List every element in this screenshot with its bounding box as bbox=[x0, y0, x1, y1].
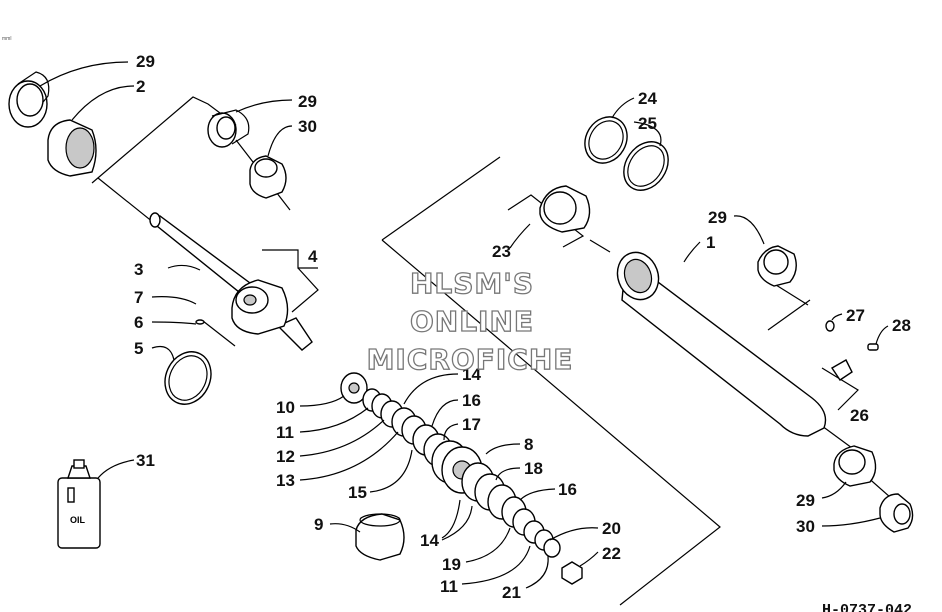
callout-31: 31 bbox=[136, 451, 155, 470]
callout-25: 25 bbox=[638, 114, 657, 133]
callout-11: 11 bbox=[276, 423, 294, 442]
callout-22: 22 bbox=[602, 544, 621, 563]
seal-ring-24 bbox=[584, 116, 628, 164]
callout-16: 16 bbox=[558, 480, 577, 499]
callout-12: 12 bbox=[276, 447, 295, 466]
ring-9 bbox=[355, 513, 405, 561]
sleeve-30-upper bbox=[249, 155, 287, 199]
watermark-line-2: ONLINE bbox=[410, 305, 534, 338]
bushing-29-upper-right bbox=[207, 109, 250, 148]
callout-7: 7 bbox=[134, 288, 143, 307]
callout-8: 8 bbox=[524, 435, 533, 454]
callout-2: 2 bbox=[136, 77, 145, 96]
callout-29: 29 bbox=[708, 208, 727, 227]
callout-16: 16 bbox=[462, 391, 481, 410]
oil-bottle-31: OIL bbox=[57, 459, 101, 549]
callout-29: 29 bbox=[796, 491, 815, 510]
callout-18: 18 bbox=[524, 459, 543, 478]
bearing-head-4 bbox=[231, 279, 289, 335]
valve-27-28 bbox=[825, 320, 879, 381]
callout-labels: 29 2 29 30 4 3 7 6 5 10 11 12 13 14 16 1… bbox=[134, 52, 911, 602]
callout-30: 30 bbox=[796, 517, 815, 536]
drawing-code: H-0737-042 bbox=[822, 602, 912, 612]
callout-14: 14 bbox=[462, 365, 481, 384]
valve-stack bbox=[362, 388, 561, 558]
callout-13: 13 bbox=[276, 471, 295, 490]
callout-5: 5 bbox=[134, 339, 143, 358]
watermark: HLSM'S ONLINE MICROFICHE bbox=[366, 266, 574, 376]
callout-28: 28 bbox=[892, 316, 911, 335]
watermark-line-3: MICROFICHE bbox=[367, 343, 574, 376]
bushing-29-right bbox=[757, 245, 797, 287]
callout-23: 23 bbox=[492, 242, 511, 261]
callout-11: 11 bbox=[440, 577, 458, 596]
callout-26: 26 bbox=[850, 406, 869, 425]
callout-24: 24 bbox=[638, 89, 657, 108]
piston-rod-3 bbox=[149, 212, 313, 351]
washer-10 bbox=[340, 372, 368, 404]
callout-15: 15 bbox=[348, 483, 367, 502]
cylinder-body-1 bbox=[616, 251, 827, 437]
callout-21: 21 bbox=[502, 583, 521, 602]
bushing-29-lower bbox=[833, 445, 877, 487]
callout-9: 9 bbox=[314, 515, 323, 534]
watermark-line-1: HLSM'S bbox=[410, 267, 534, 300]
callout-14: 14 bbox=[420, 531, 439, 550]
callout-29: 29 bbox=[298, 92, 317, 111]
callout-30: 30 bbox=[298, 117, 317, 136]
sleeve-30-lower bbox=[879, 493, 914, 533]
callout-10: 10 bbox=[276, 398, 295, 417]
callout-17: 17 bbox=[462, 415, 481, 434]
corner-mark: mml bbox=[2, 36, 11, 42]
oil-label: OIL bbox=[70, 515, 86, 525]
callout-1: 1 bbox=[706, 233, 715, 252]
callout-6: 6 bbox=[134, 313, 143, 332]
eyelet-2 bbox=[47, 119, 97, 177]
callout-19: 19 bbox=[442, 555, 461, 574]
callout-4: 4 bbox=[308, 247, 318, 266]
nut-22 bbox=[561, 561, 583, 585]
reservoir-cap-23 bbox=[539, 185, 591, 233]
leader-lines bbox=[39, 61, 889, 589]
callout-27: 27 bbox=[846, 306, 865, 325]
bushing-29-upper-left bbox=[8, 71, 50, 128]
small-parts-7-6 bbox=[195, 319, 205, 325]
callout-3: 3 bbox=[134, 260, 143, 279]
o-ring-5 bbox=[164, 351, 212, 405]
callout-29: 29 bbox=[136, 52, 155, 71]
callout-20: 20 bbox=[602, 519, 621, 538]
